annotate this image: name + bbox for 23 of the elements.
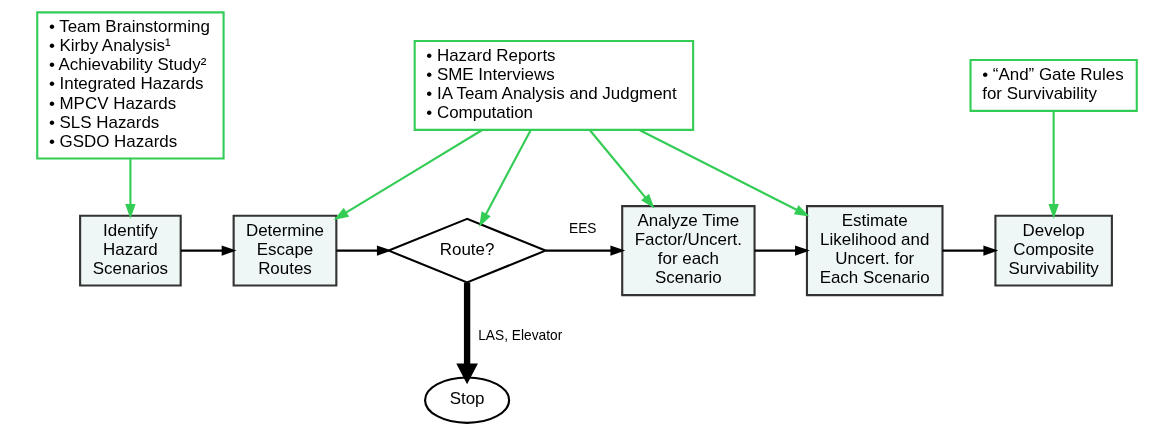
arrow [479, 129, 532, 227]
arrow [638, 129, 810, 217]
node-box: Determine Escape Routes [232, 214, 338, 287]
node-box: Estimate Likelihood and Uncert. for Each Scenario [805, 205, 944, 297]
edge-label: EES [569, 221, 597, 237]
arrow [125, 159, 136, 219]
arrow [589, 129, 655, 209]
edge-label: LAS, Elevator [478, 327, 563, 343]
arrow [336, 245, 392, 256]
node-box: • Team Brainstorming • Kirby Analysis¹ • Achievability Study² • Integrated Hazards • MPCV Hazards • SLS Hazards • GSDO Hazards [36, 11, 225, 160]
node-box: Develop Composite Survivability [994, 214, 1113, 287]
arrow [754, 245, 810, 256]
node-box: • Hazard Reports • SME Interviews • IA Team Analysis and Judgment • Computation [413, 39, 695, 131]
arrow [180, 245, 237, 256]
arrow [333, 129, 483, 220]
arrow [456, 282, 478, 385]
arrow [1048, 110, 1059, 219]
arrow [942, 245, 999, 256]
node-box: Identify Hazard Scenarios [79, 214, 182, 287]
arrow [545, 245, 626, 256]
node-box: Analyze Time Factor/Uncert. for each Scenario [621, 205, 756, 297]
node-ellipse: Stop [424, 376, 511, 424]
node-box: • “And” Gate Rules for Survivability [969, 59, 1138, 112]
